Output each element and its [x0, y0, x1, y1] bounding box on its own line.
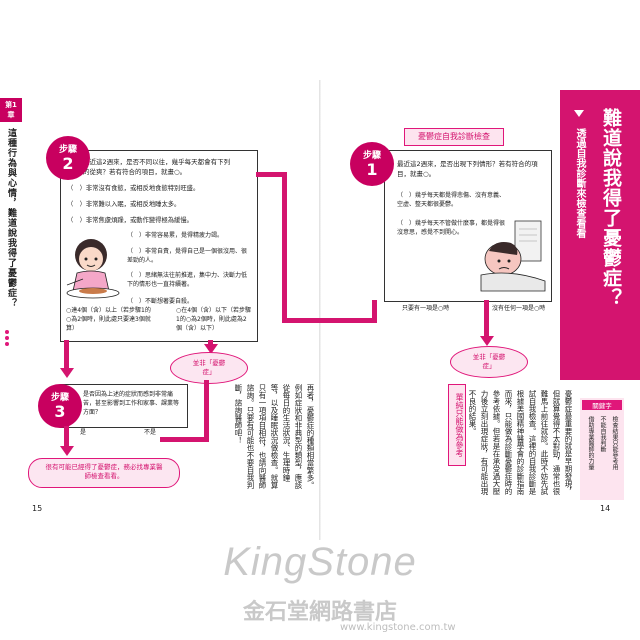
- tip-box: 單純只能做為參考: [448, 384, 466, 466]
- not-depression-oval-left: 並非「憂鬱症」: [170, 352, 248, 384]
- not-depression-text-right: 並非「憂鬱症」: [472, 353, 506, 370]
- keyword-1: 檢查結果只能參考用: [611, 416, 618, 470]
- step2-item-7: （ ）不斷想著要自殺。: [127, 298, 194, 305]
- subtitle-triangle-icon: [574, 110, 584, 117]
- running-title: 這種行為與心情，難道說我得了憂鬱症？: [6, 128, 16, 308]
- watermark-chinese: 金石堂網路書店: [242, 600, 397, 625]
- step3-prompt: 是否因為上述的症狀而感到非常痛苦，甚至影響到工作和家事、課業等方面？: [83, 391, 180, 416]
- step2-yes-text: ○達4個（含）以上（若步驟1的○為2個時，則此處只要達3個就算）: [66, 307, 151, 332]
- page-title: 難道說我得了憂鬱症？: [600, 108, 622, 308]
- step1-item-2: （ ）幾乎每天不管做什麼事，都覺得很沒意思，感覺不到開心。: [397, 220, 506, 236]
- left-page-number: 15: [32, 504, 43, 513]
- step1-badge: 步驟 1: [350, 142, 394, 186]
- keyword-3: 借助專業醫師的力量: [587, 416, 594, 470]
- watermark: KingStone 金石堂網路書店 www.kingstone.com.tw: [0, 528, 640, 640]
- chapter-label: 第1章: [5, 101, 17, 119]
- step2-badge: 步驟 2: [46, 136, 90, 180]
- not-depression-text-left: 並非「憂鬱症」: [192, 359, 226, 376]
- left-body-text: 再者，憂鬱症的種類相當繁多。例如症狀和非典型的類型，應該從每日的生活狀況、生理時…: [234, 384, 315, 489]
- step2-item-4: （ ）非常容易累，覺得精疲力竭。: [127, 232, 224, 239]
- result-bubble: 很有可能已經得了憂鬱症，務必找專業醫師檢查看看。: [28, 458, 180, 488]
- step2-item-2: （ ）非常難以入眠，或相反地睡太多。: [67, 201, 181, 208]
- step3-no-label: 不是: [144, 429, 157, 436]
- arrow-step1-no: [484, 300, 489, 340]
- arrow-to-step2-h: [256, 172, 286, 177]
- step1-badge-number: 1: [366, 160, 378, 179]
- not-depression-oval-right: 並非「憂鬱症」: [450, 346, 528, 378]
- step3-badge: 步驟 3: [38, 384, 82, 428]
- page-gutter: [319, 80, 321, 540]
- self-check-title: 憂鬱症自我診斷檢查: [404, 128, 504, 146]
- arrow-step1-yes-h: [282, 318, 377, 323]
- woman-eating-illustration: [66, 239, 120, 299]
- step2-badge-number: 2: [62, 154, 74, 173]
- result-bubble-text: 很有可能已經得了憂鬱症，務必找專業醫師檢查看看。: [45, 463, 163, 480]
- step2-badge-label: 步驟: [58, 145, 77, 155]
- arrow-step1-yes-v: [372, 300, 377, 322]
- arrow-head-not-right: [480, 336, 494, 346]
- step2-box: 最近這2週來，是否不同以往，幾乎每天都會有下列的從爽？若有符合的項目，就畫○。 …: [60, 150, 258, 342]
- keyword-2: 不能自我判斷: [599, 416, 606, 452]
- man-lying-illustration: [480, 220, 546, 292]
- step2-prompt: 最近這2週來，是否不同以往，幾乎每天都會有下列的從爽？若有符合的項目，就畫○。: [83, 158, 231, 176]
- watermark-url: www.kingstone.com.tw: [340, 622, 456, 633]
- step1-no-text: 沒有任何一項是○時: [492, 305, 546, 312]
- chapter-tab: 第1章: [0, 98, 22, 122]
- step2-item-5: （ ）非常自責，覺得自己是一個很沒用、很差勁的人。: [127, 248, 248, 264]
- right-page-number: 14: [600, 504, 611, 513]
- step2-item-3: （ ）非常焦慮煩躁，或動作變得極為緩慢。: [67, 217, 193, 224]
- arrow-step2-to-step3: [64, 340, 69, 370]
- keywords-block: 關鍵字 檢查結果只能參考用 不能自我判斷 借助專業醫師的力量: [580, 398, 624, 500]
- arrow-head-step3: [60, 368, 74, 378]
- step2-no-text: ○在4個（含）以下（若步驟1的○為2個時，則此處為2個（含）以下）: [176, 307, 252, 332]
- arrow-step3-yes: [64, 426, 69, 448]
- arrow-to-step2-v: [282, 172, 287, 322]
- step3-yes-label: 是: [80, 429, 87, 436]
- page-subtitle: 透過自我診斷來檢查看看: [574, 128, 585, 238]
- arrow-head-not-left: [204, 344, 218, 354]
- arrow-head-result: [60, 446, 74, 456]
- watermark-brand: KingStone: [223, 540, 417, 584]
- arrow-step3-no-v: [204, 380, 209, 442]
- step2-item-1: （ ）非常沒有食慾，或相反地食慾特別旺盛。: [67, 185, 200, 192]
- book-spread: 第1章 這種行為與心情，難道說我得了憂鬱症？ 最近這2週來，是否不同以往，幾乎每…: [0, 80, 640, 540]
- step1-item-1: （ ）幾乎每天都覺得悲傷、沒有意義、空虛、整天都很憂鬱。: [397, 192, 506, 208]
- right-body-text: 憂鬱症最重要的就是早期發現，但就算覺得不太對勁，通常也很難馬上前往就診。此時不妨…: [468, 390, 573, 495]
- step2-item-6: （ ）思緒無法往前推進，集中力、決斷力低下的情形也一直持續著。: [127, 272, 248, 288]
- step3-badge-number: 3: [54, 402, 66, 421]
- step3-badge-label: 步驟: [50, 393, 69, 403]
- step1-badge-label: 步驟: [362, 151, 381, 161]
- step1-prompt: 最近這2週來，是否出現下列情形？若有符合的項目，就畫○。: [397, 160, 538, 178]
- pink-dots: [5, 330, 9, 346]
- step1-yes-text: 只要有一項是○時: [402, 305, 450, 312]
- title-banner: 難道說我得了憂鬱症？ 透過自我診斷來檢查看看: [560, 90, 640, 380]
- step1-box: 最近這2週來，是否出現下列情形？若有符合的項目，就畫○。 （ ）幾乎每天都覺得悲…: [384, 150, 552, 302]
- arrow-step3-no-h: [160, 437, 204, 442]
- keywords-label: 關鍵字: [582, 400, 622, 410]
